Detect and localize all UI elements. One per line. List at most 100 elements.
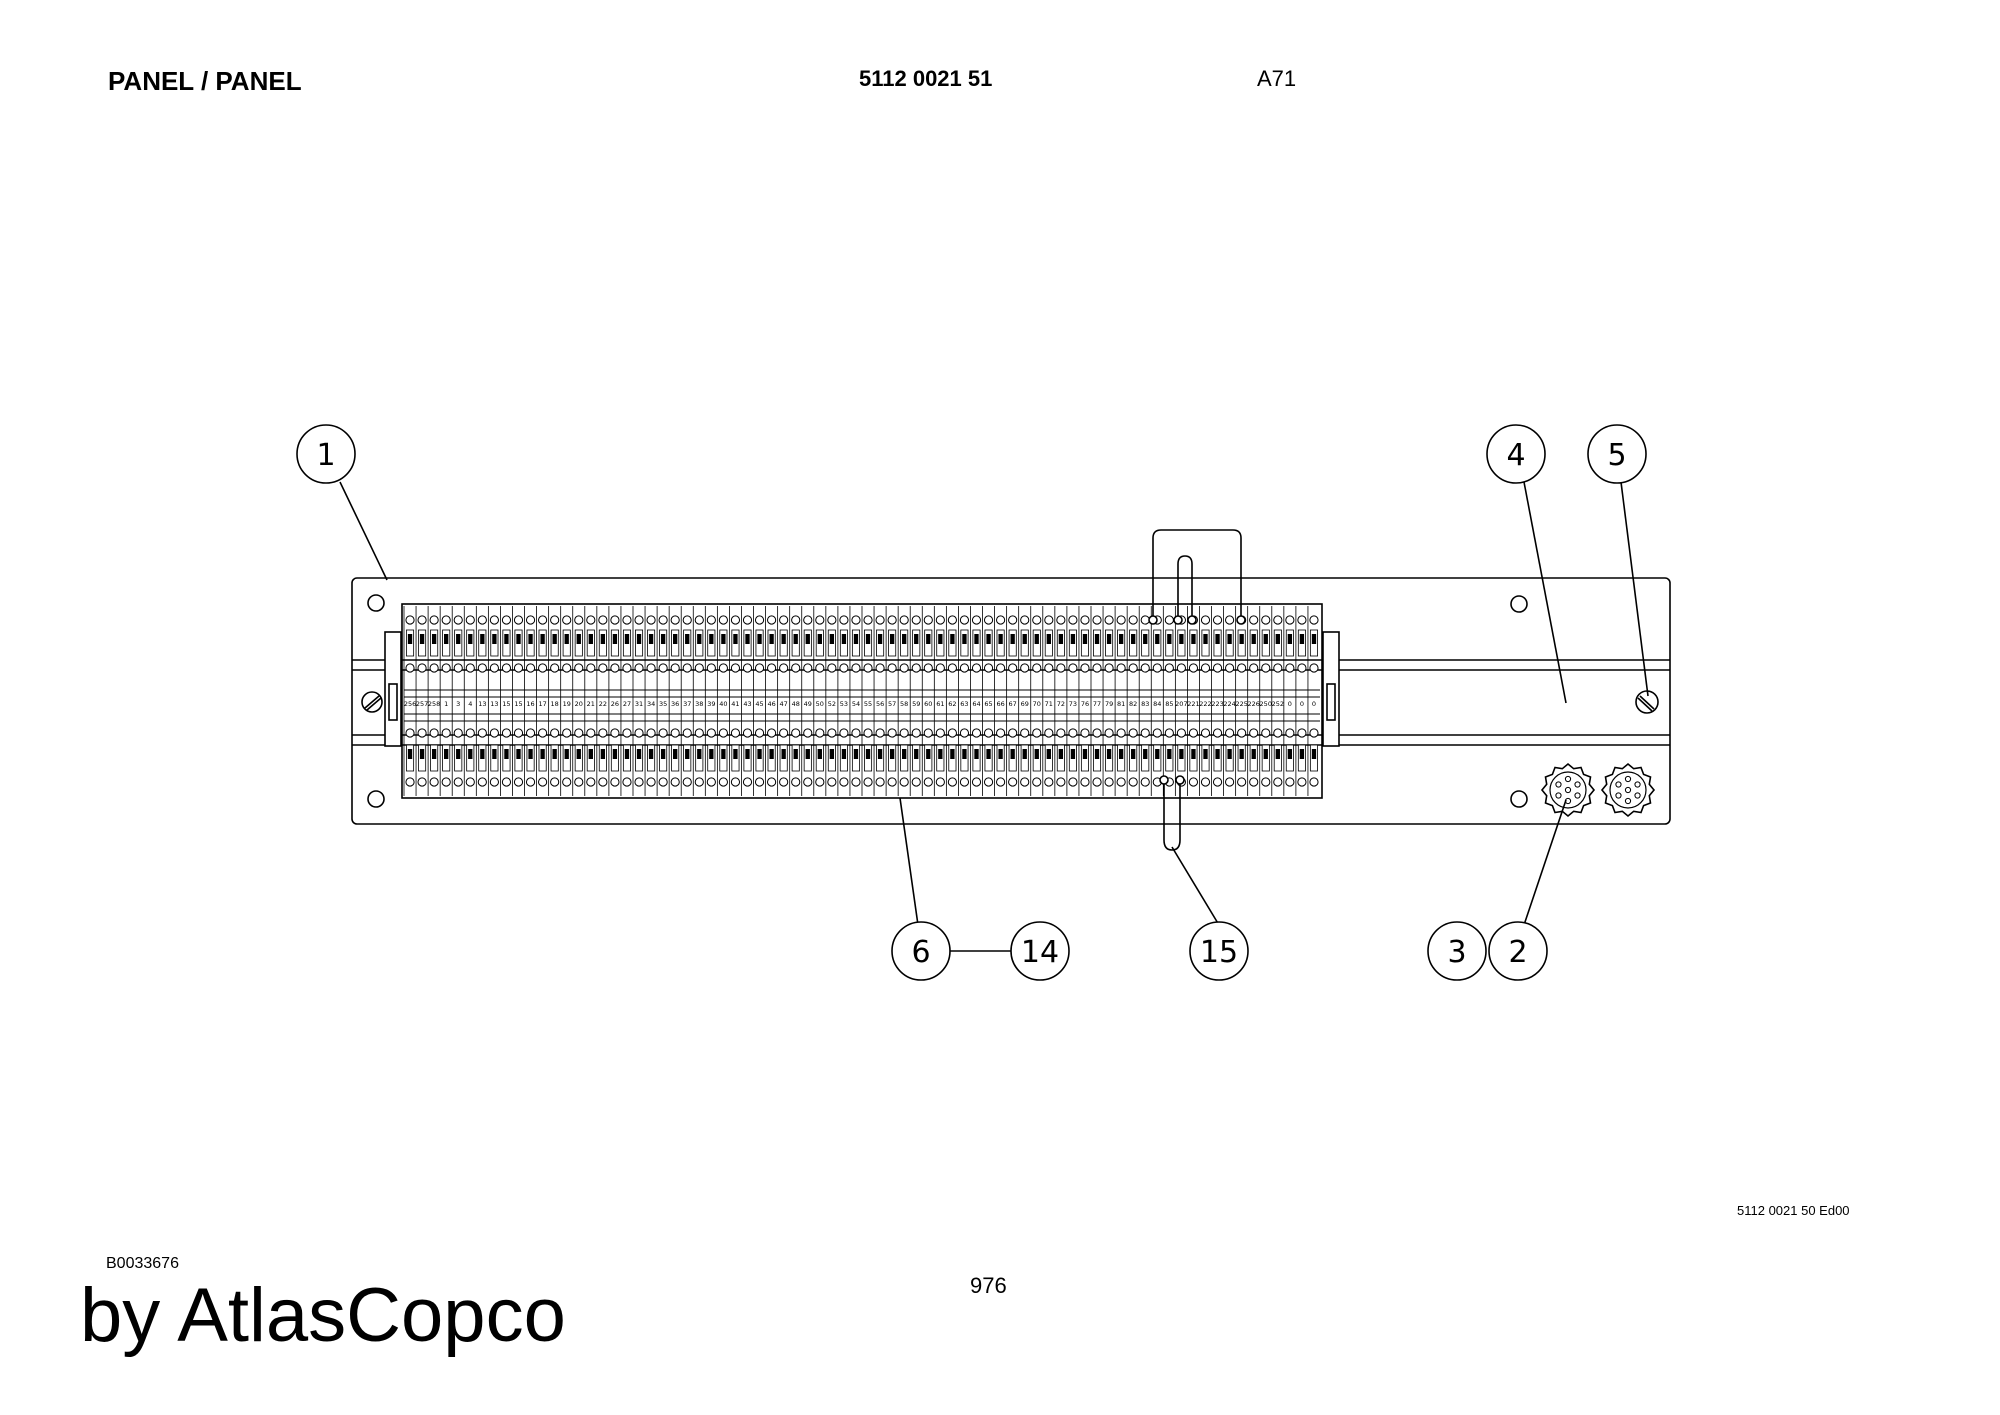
terminal-number: 76 xyxy=(1081,700,1089,708)
terminal-number: 56 xyxy=(876,700,884,708)
terminal-block: 3 xyxy=(451,606,463,796)
terminal-block: 0 xyxy=(1307,606,1319,796)
terminal-number: 49 xyxy=(804,700,812,708)
callout-2: 2 xyxy=(1488,921,1548,981)
terminal-number: 0 xyxy=(1312,700,1316,708)
terminal-number: 69 xyxy=(1021,700,1029,708)
terminal-block: 226 xyxy=(1247,606,1260,796)
terminal-block: 84 xyxy=(1150,606,1162,796)
terminal-block: 49 xyxy=(801,606,813,796)
terminal-block: 53 xyxy=(837,606,849,796)
terminal-number: 72 xyxy=(1057,700,1065,708)
terminal-block: 45 xyxy=(753,606,765,796)
terminal-block: 257 xyxy=(415,606,428,796)
terminal-block: 50 xyxy=(813,606,825,796)
terminal-number: 223 xyxy=(1211,700,1223,708)
terminal-number: 41 xyxy=(731,700,739,708)
terminal-block: 83 xyxy=(1138,606,1150,796)
rail-screw-left xyxy=(361,691,383,713)
terminal-number: 37 xyxy=(683,700,691,708)
terminal-block: 31 xyxy=(632,606,644,796)
terminal-number: 57 xyxy=(888,700,896,708)
terminal-number: 0 xyxy=(1288,700,1292,708)
terminal-block: 59 xyxy=(909,606,921,796)
terminal-number: 46 xyxy=(767,700,775,708)
terminal-number: 59 xyxy=(912,700,920,708)
terminal-number: 55 xyxy=(864,700,872,708)
terminal-block: 55 xyxy=(861,606,873,796)
terminal-number: 31 xyxy=(635,700,643,708)
terminal-number: 45 xyxy=(755,700,763,708)
terminal-block: 0 xyxy=(1295,606,1307,796)
figure-id: B0033676 xyxy=(106,1255,179,1272)
edition-note: 5112 0021 50 Ed00 xyxy=(1737,1203,1850,1218)
terminal-block: 207 xyxy=(1174,606,1188,796)
callout-6-label: 6 xyxy=(911,935,930,970)
terminal-number: 83 xyxy=(1141,700,1149,708)
terminal-number: 1 xyxy=(444,700,448,708)
terminal-block: 43 xyxy=(741,606,753,796)
terminal-number: 20 xyxy=(575,700,583,708)
terminal-number: 226 xyxy=(1247,700,1259,708)
terminal-block: 66 xyxy=(994,606,1006,796)
round-connector-left xyxy=(1540,762,1596,818)
terminal-number: 221 xyxy=(1187,700,1199,708)
terminal-block: 225 xyxy=(1235,606,1248,796)
terminal-block: 15 xyxy=(512,606,524,796)
terminal-number: 63 xyxy=(960,700,968,708)
terminal-block: 57 xyxy=(885,606,897,796)
terminal-block: 37 xyxy=(680,606,692,796)
terminal-block: 63 xyxy=(958,606,970,796)
terminal-block: 20 xyxy=(572,606,584,796)
callout-4: 4 xyxy=(1486,424,1546,484)
terminal-number: 54 xyxy=(852,700,860,708)
terminal-number: 62 xyxy=(948,700,956,708)
terminal-number: 50 xyxy=(816,700,824,708)
terminal-block: 16 xyxy=(524,606,536,796)
terminal-number: 0 xyxy=(1300,700,1304,708)
terminal-number: 13 xyxy=(478,700,486,708)
mount-hole-bottom-left xyxy=(367,790,385,808)
page-number: 976 xyxy=(970,1273,1007,1298)
terminal-block: 252 xyxy=(1271,606,1284,796)
terminal-number: 225 xyxy=(1235,700,1247,708)
callout-15: 15 xyxy=(1189,921,1249,981)
terminal-number: 258 xyxy=(428,700,440,708)
terminal-number: 85 xyxy=(1165,700,1173,708)
terminal-block: 250 xyxy=(1259,606,1272,796)
jumper-bridge-top xyxy=(1148,529,1246,625)
terminal-block: 27 xyxy=(620,606,632,796)
terminal-block: 70 xyxy=(1030,606,1042,796)
terminal-block: 58 xyxy=(897,606,909,796)
terminal-block: 222 xyxy=(1199,606,1212,796)
terminal-block: 48 xyxy=(789,606,801,796)
terminal-number: 27 xyxy=(623,700,631,708)
terminal-block: 224 xyxy=(1223,606,1236,796)
terminal-block: 221 xyxy=(1187,606,1200,796)
terminal-block: 64 xyxy=(970,606,982,796)
terminal-number: 79 xyxy=(1105,700,1113,708)
callout-3: 3 xyxy=(1427,921,1487,981)
terminal-block: 47 xyxy=(777,606,789,796)
terminal-block: 13 xyxy=(475,606,487,796)
terminal-number: 43 xyxy=(743,700,751,708)
terminal-block: 85 xyxy=(1162,606,1174,796)
terminal-number: 3 xyxy=(456,700,460,708)
terminal-number: 67 xyxy=(1009,700,1017,708)
terminal-number: 66 xyxy=(996,700,1004,708)
terminal-block: 61 xyxy=(933,606,945,796)
terminal-number: 60 xyxy=(924,700,932,708)
terminal-number: 4 xyxy=(468,700,472,708)
terminal-number: 257 xyxy=(416,700,428,708)
callout-5-label: 5 xyxy=(1607,438,1626,473)
terminal-number: 18 xyxy=(551,700,559,708)
terminal-number: 207 xyxy=(1175,700,1187,708)
terminal-number: 58 xyxy=(900,700,908,708)
terminal-number: 21 xyxy=(587,700,595,708)
part-number: 5112 0021 51 xyxy=(859,66,993,91)
round-connector-right xyxy=(1600,762,1656,818)
terminal-block: 67 xyxy=(1006,606,1018,796)
terminal-block: 17 xyxy=(536,606,548,796)
terminal-block: 71 xyxy=(1042,606,1054,796)
